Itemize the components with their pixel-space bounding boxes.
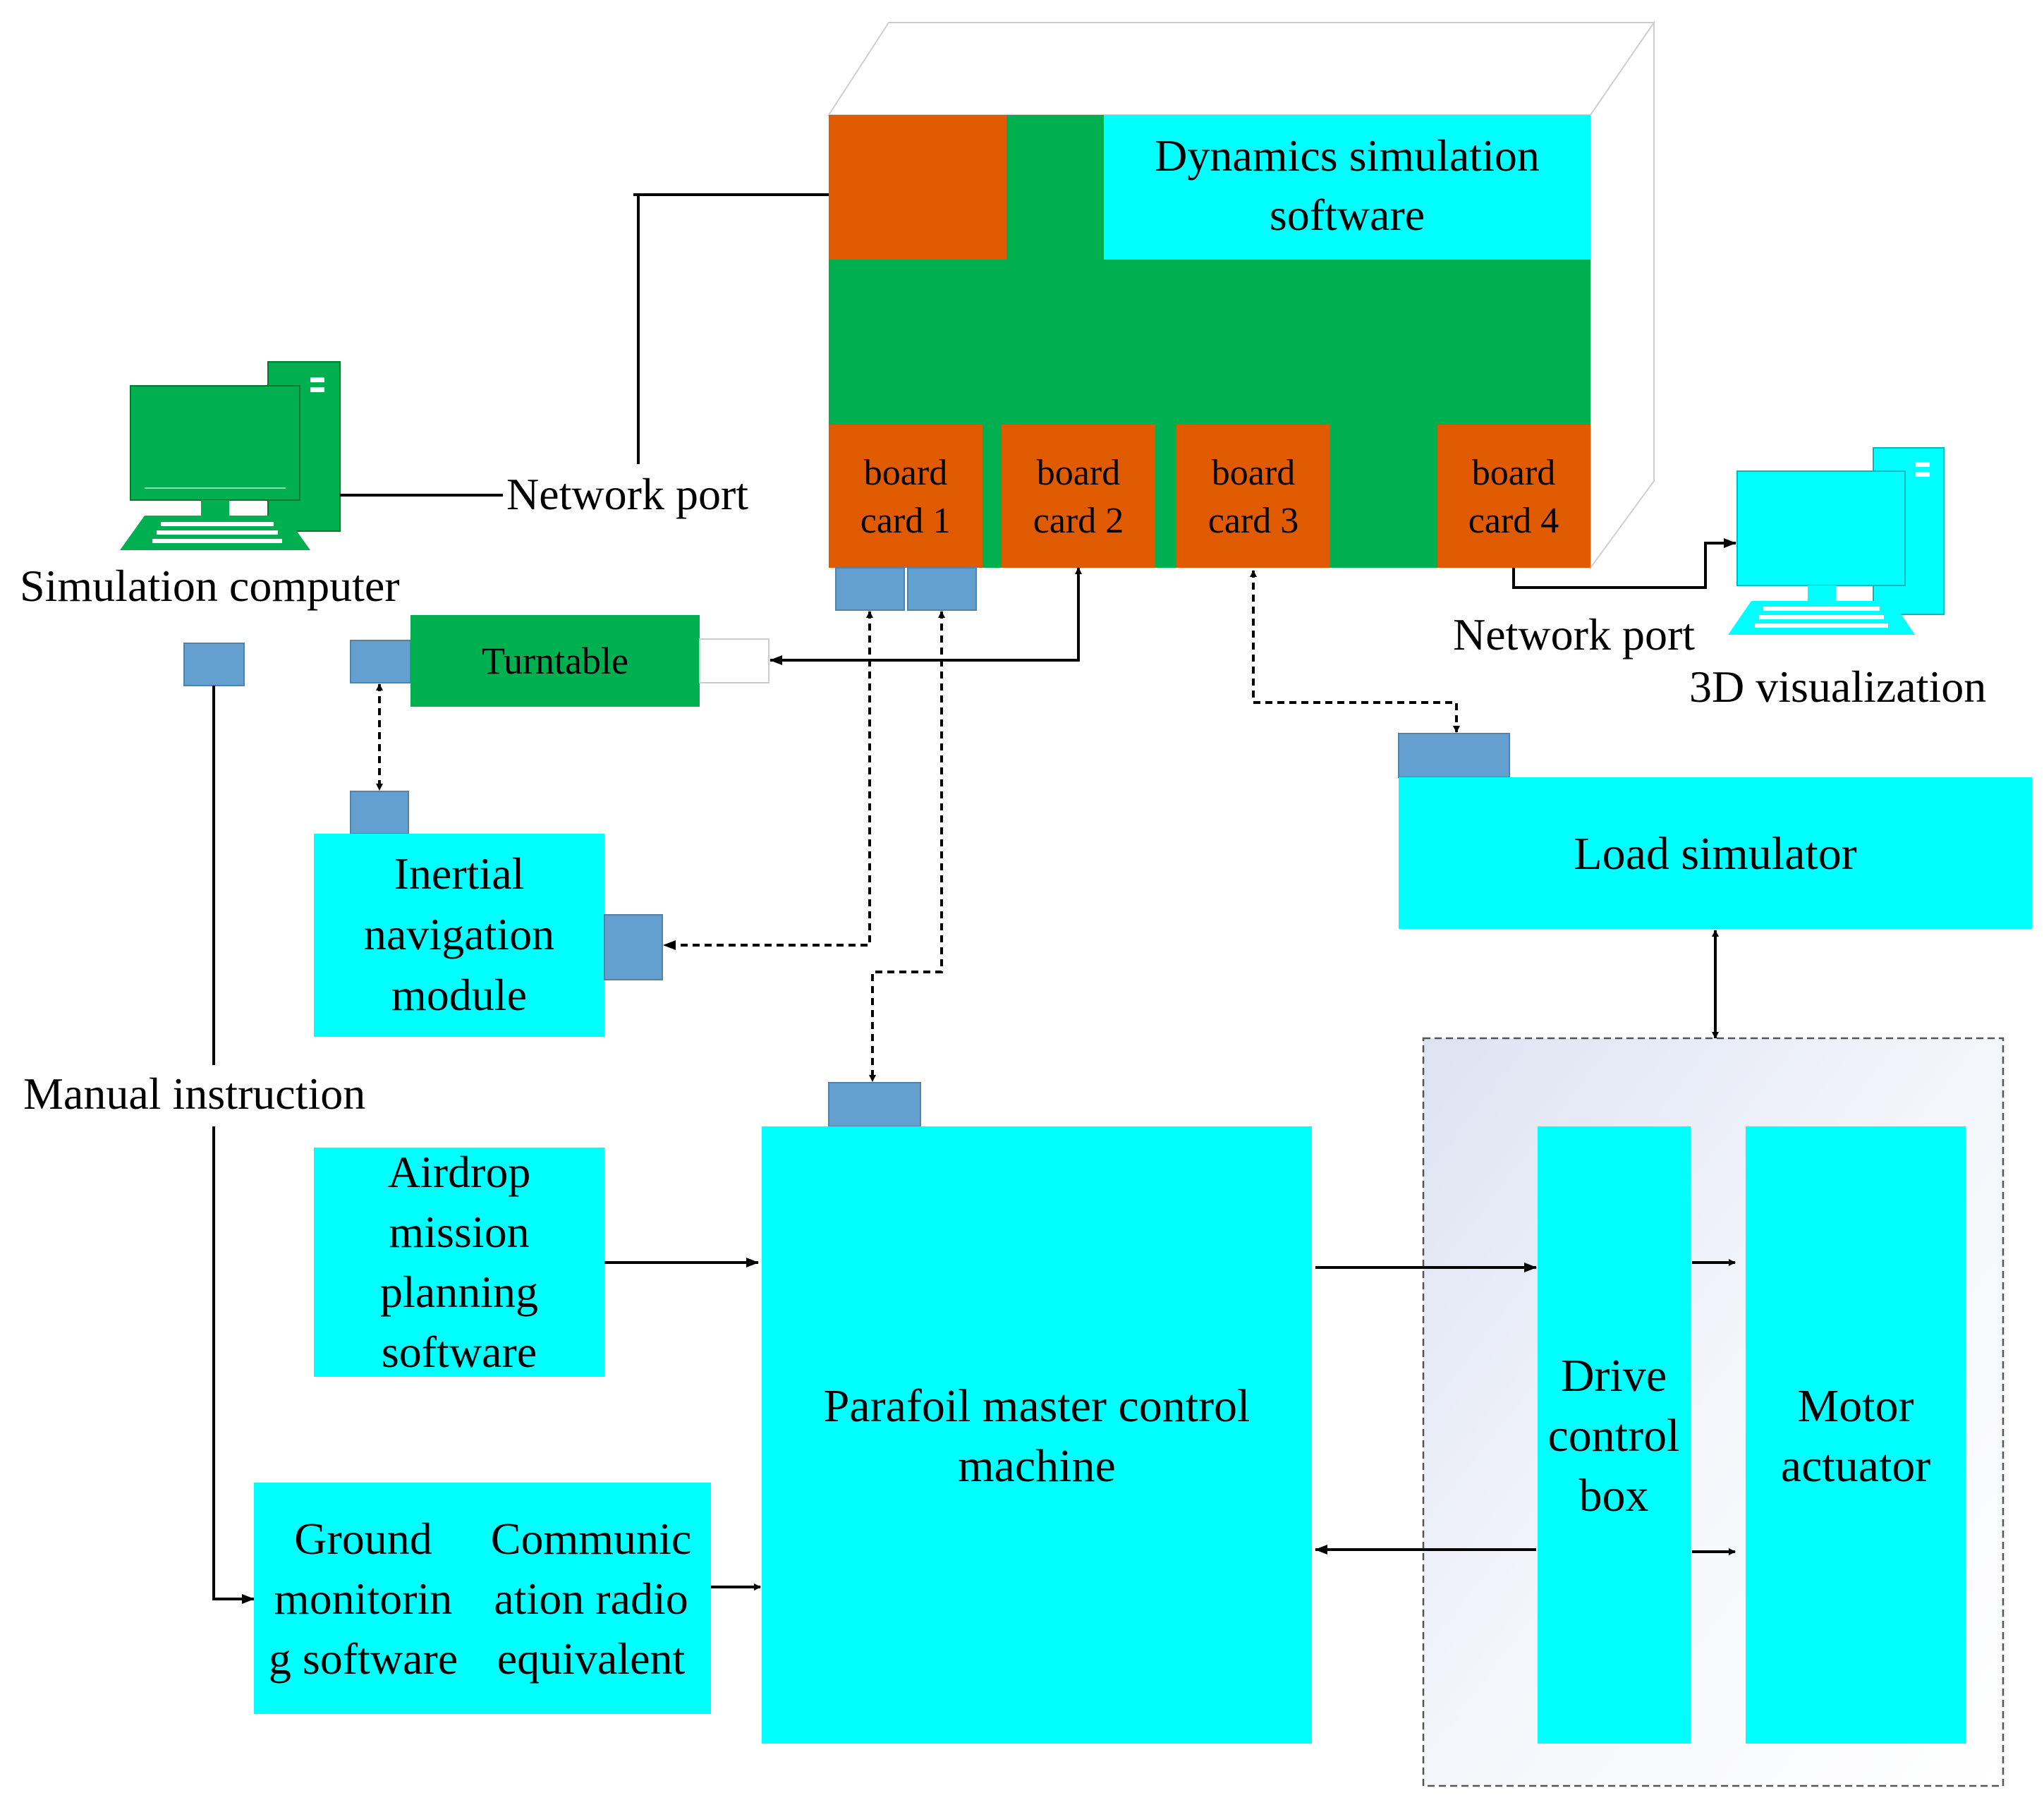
inertial-box — [314, 834, 604, 1037]
network-to-dynamics-line — [637, 193, 829, 464]
dynamics-software-label-box — [1104, 115, 1590, 260]
desktop-computer-icon — [120, 361, 341, 550]
board-card-3-line1: board — [1212, 453, 1295, 493]
card4-to-visualization-arrow — [1512, 538, 1736, 589]
manual-to-ground-arrow — [212, 1126, 255, 1604]
board-card-4-line1: board — [1472, 453, 1555, 493]
motor-actuator: Motor actuator — [1746, 1126, 1966, 1744]
board-card-1-line2: card 1 — [860, 501, 951, 541]
card1-to-master-dashed-link — [869, 611, 945, 1082]
simulation-computer-label: Simulation computer — [20, 561, 400, 611]
inertial-line3: module — [391, 970, 527, 1020]
airdrop-line1: Airdrop — [388, 1147, 531, 1197]
master-line2: machine — [958, 1440, 1116, 1492]
load-simulator-port — [1398, 733, 1510, 778]
board-card-1 — [829, 425, 983, 568]
dynamics-title-line2: software — [1270, 190, 1425, 240]
visualization-computer-label: 3D visualization — [1689, 662, 1986, 712]
ground-monitoring-block: Ground monitorin g software Communic ati… — [254, 1483, 711, 1714]
board-card-1-port-b — [907, 567, 977, 611]
turntable-connector — [699, 638, 769, 683]
board-card-3 — [1176, 425, 1330, 568]
motor-line1: Motor — [1798, 1380, 1914, 1432]
load-simulator: Load simulator — [1398, 733, 2032, 929]
ground-line1: Ground — [294, 1514, 432, 1564]
card3-to-load-dashed-link — [1250, 570, 1460, 733]
board-card-3-line2: card 3 — [1208, 501, 1298, 541]
airdrop-line3: planning — [380, 1267, 538, 1317]
radio-line3: equivalent — [497, 1634, 686, 1684]
simulation-computer: Simulation computer — [20, 361, 400, 686]
load-simulator-label: Load simulator — [1574, 828, 1856, 880]
visualization-computer: 3D visualization — [1689, 447, 1986, 712]
master-control-machine: Parafoil master control machine — [762, 1082, 1312, 1744]
motor-line2: actuator — [1781, 1440, 1931, 1492]
inertial-side-port — [604, 914, 663, 980]
inertial-line2: navigation — [364, 909, 554, 959]
board-card-4 — [1437, 425, 1590, 568]
inertial-line1: Inertial — [394, 849, 525, 899]
drive-control-box: Drive control box — [1538, 1126, 1691, 1744]
board-card-1-port-a — [835, 567, 905, 611]
drive-line1: Drive — [1561, 1350, 1667, 1401]
board-card-2 — [1002, 425, 1155, 568]
board-card-1-line1: board — [864, 453, 947, 493]
network-port-left-label: Network port — [506, 469, 748, 519]
airdrop-line4: software — [382, 1327, 537, 1377]
ground-line3: g software — [269, 1634, 458, 1684]
turntable-box — [410, 615, 700, 707]
drive-line3: box — [1579, 1470, 1649, 1521]
ground-line2: monitorin — [274, 1574, 452, 1624]
simulation-computer-port — [183, 643, 245, 686]
inertial-navigation-module: Inertial navigation module — [314, 791, 663, 1037]
dynamics-simulation-box: Dynamics simulation software board card … — [827, 20, 1655, 611]
desktop-computer-icon — [1728, 447, 1945, 635]
manual-instruction-label: Manual instruction — [23, 1069, 365, 1119]
radio-line1: Communic — [491, 1514, 691, 1564]
network-port-right-label: Network port — [1453, 609, 1695, 659]
master-line1: Parafoil master control — [824, 1380, 1251, 1432]
turntable-port — [350, 640, 411, 683]
airdrop-planning-software: Airdrop mission planning software — [314, 1147, 604, 1377]
load-simulator-box — [1399, 777, 2032, 929]
board-card-2-line1: board — [1037, 453, 1120, 493]
drive-line2: control — [1548, 1410, 1680, 1461]
master-box — [762, 1126, 1312, 1744]
radio-line2: ation radio — [494, 1574, 688, 1624]
board-card-2-line2: card 2 — [1033, 501, 1124, 541]
turntable-label: Turntable — [482, 640, 628, 682]
airdrop-line2: mission — [389, 1207, 529, 1257]
turntable: Turntable — [350, 615, 769, 707]
box-side-face — [1590, 20, 1655, 571]
board-card-4-line2: card 4 — [1468, 501, 1559, 541]
master-port — [828, 1082, 921, 1127]
inertial-top-port — [350, 791, 409, 834]
dynamics-top-left-block — [829, 115, 1006, 260]
box-top-face — [827, 22, 1655, 116]
dynamics-title-line1: Dynamics simulation — [1155, 130, 1540, 181]
